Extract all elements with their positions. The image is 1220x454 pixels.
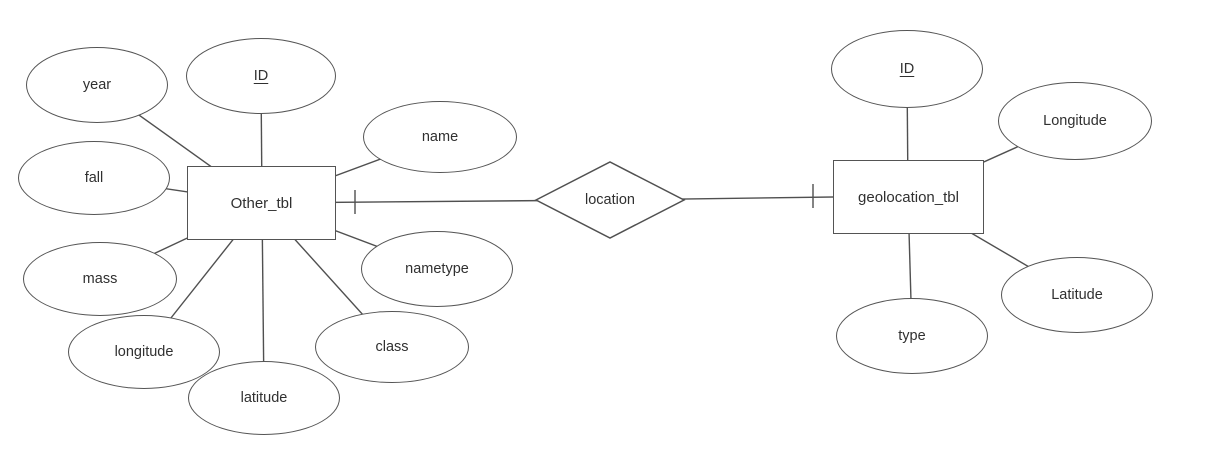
relationship-label: location: [585, 192, 635, 208]
attribute-label: type: [898, 328, 926, 344]
attribute-label: class: [375, 339, 409, 355]
entity-rect-other-tbl[interactable]: Other_tbl: [187, 166, 336, 240]
entity-label: Other_tbl: [230, 194, 293, 212]
attribute-ellipse-longitude-other[interactable]: longitude: [68, 315, 220, 389]
attribute-label: fall: [84, 170, 104, 186]
attribute-ellipse-mass[interactable]: mass: [23, 242, 177, 316]
attribute-ellipse-fall[interactable]: fall: [18, 141, 170, 215]
attribute-label-primary-key: ID: [899, 61, 915, 77]
attribute-ellipse-latitude-other[interactable]: latitude: [188, 361, 340, 435]
attribute-ellipse-year[interactable]: year: [26, 47, 168, 123]
attribute-ellipse-id-other[interactable]: ID: [186, 38, 336, 114]
attribute-label: longitude: [114, 344, 174, 360]
attribute-ellipse-class[interactable]: class: [315, 311, 469, 383]
attribute-label: Latitude: [1051, 287, 1103, 303]
attribute-ellipse-name[interactable]: name: [363, 101, 517, 173]
attribute-label: year: [82, 77, 112, 93]
entity-rect-geolocation-tbl[interactable]: geolocation_tbl: [833, 160, 984, 234]
attribute-ellipse-latitude-geo[interactable]: Latitude: [1001, 257, 1153, 333]
entity-label: geolocation_tbl: [858, 188, 959, 206]
attribute-label: nametype: [405, 261, 469, 277]
attribute-label: Longitude: [1043, 113, 1107, 129]
attribute-label: latitude: [240, 390, 288, 406]
attribute-ellipse-type[interactable]: type: [836, 298, 988, 374]
attribute-label-primary-key: ID: [253, 68, 269, 84]
attribute-ellipse-nametype[interactable]: nametype: [361, 231, 513, 307]
attribute-label: mass: [82, 271, 118, 287]
attribute-ellipse-longitude-geo[interactable]: Longitude: [998, 82, 1152, 160]
attribute-label: name: [421, 129, 459, 145]
attribute-ellipse-id-geo[interactable]: ID: [831, 30, 983, 108]
relationship-diamond[interactable]: [534, 161, 686, 239]
